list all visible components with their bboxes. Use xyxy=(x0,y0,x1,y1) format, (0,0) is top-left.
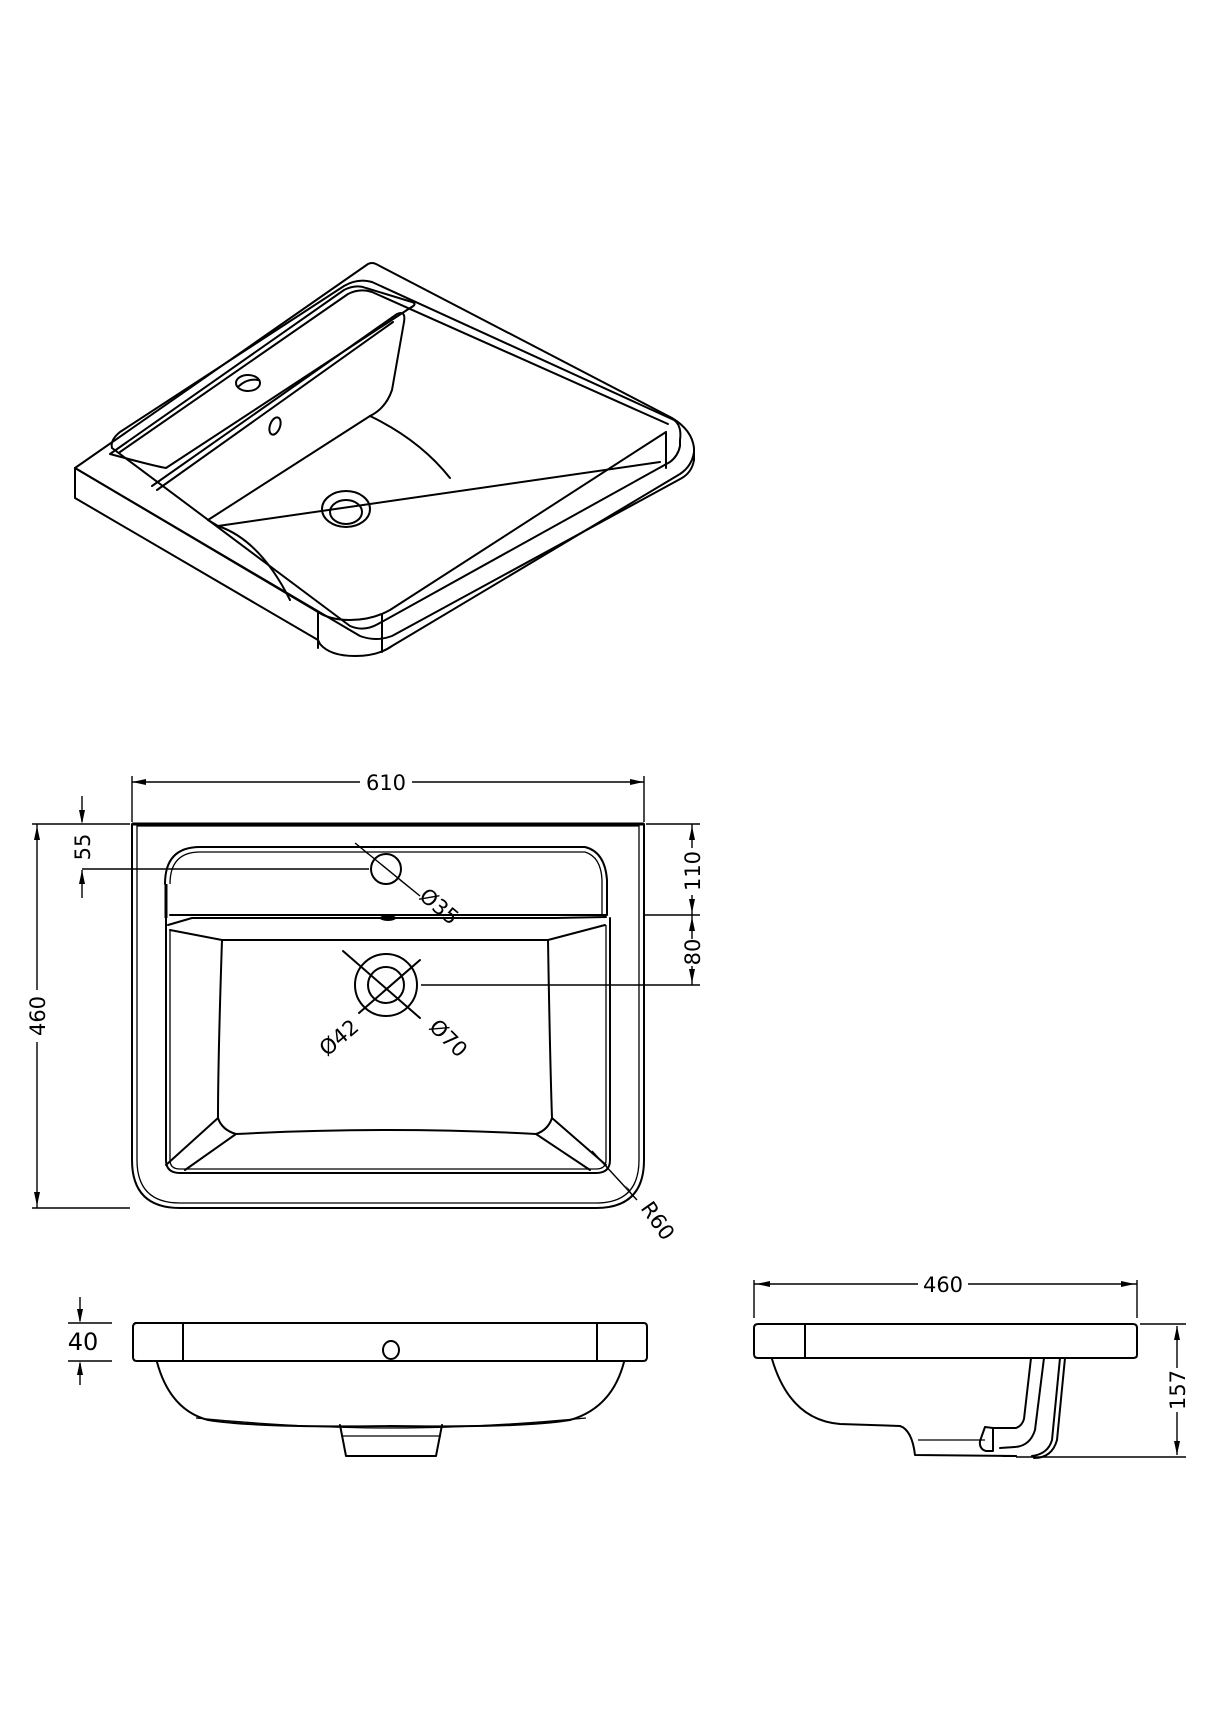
dim-waste-inner-diameter: Ø42 xyxy=(315,1015,364,1061)
side-elevation-view xyxy=(753,1323,1138,1459)
dim-side-depth-460: 460 xyxy=(923,1273,963,1297)
dim-overall-height-157: 157 xyxy=(1166,1370,1190,1410)
front-elevation-view xyxy=(132,1322,648,1457)
dim-tap-hole-diameter: Ø35 xyxy=(415,883,464,929)
side-elevation-dimensions: 460 157 xyxy=(753,1273,1190,1458)
dim-tap-offset-55: 55 xyxy=(71,834,95,861)
front-elevation-dimensions: 40 xyxy=(68,1297,112,1385)
dim-rim-thickness-40: 40 xyxy=(68,1328,99,1356)
plan-view xyxy=(131,822,645,1209)
dim-ledge-110: 110 xyxy=(681,851,705,891)
dim-waste-outer-diameter: Ø70 xyxy=(424,1015,472,1063)
dim-depth-460: 460 xyxy=(26,996,50,1036)
isometric-view xyxy=(74,262,695,657)
dim-corner-radius: R60 xyxy=(636,1197,679,1245)
dim-waste-offset-80: 80 xyxy=(681,939,705,966)
dim-width-610: 610 xyxy=(366,771,406,795)
